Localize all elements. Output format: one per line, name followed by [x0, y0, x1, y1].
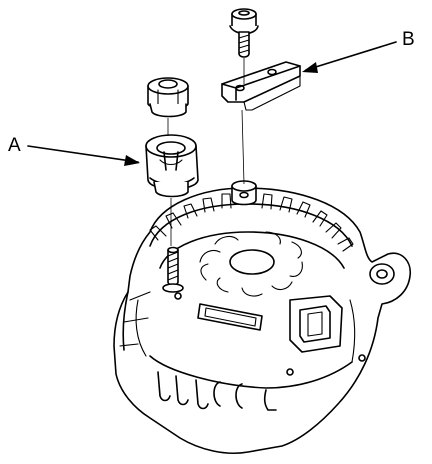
leader-a: [27, 145, 140, 166]
connector-slot: [197, 303, 263, 331]
rotor-pattern: [199, 231, 303, 297]
insulator-cap: [145, 134, 199, 198]
terminal-stud: [162, 246, 184, 293]
leader-b: [302, 41, 397, 73]
mounting-ear: [369, 263, 395, 285]
terminal-nut: [147, 77, 189, 118]
bracket-plate: [221, 61, 301, 111]
alternator-body: [113, 180, 412, 455]
callout-label-b: B: [402, 29, 415, 50]
callout-label-a: A: [8, 135, 21, 156]
assembly-lines: [167, 58, 245, 246]
bracket-bolt: [229, 8, 259, 58]
plug-connector: [289, 295, 343, 353]
cooling-fins: [149, 193, 354, 252]
